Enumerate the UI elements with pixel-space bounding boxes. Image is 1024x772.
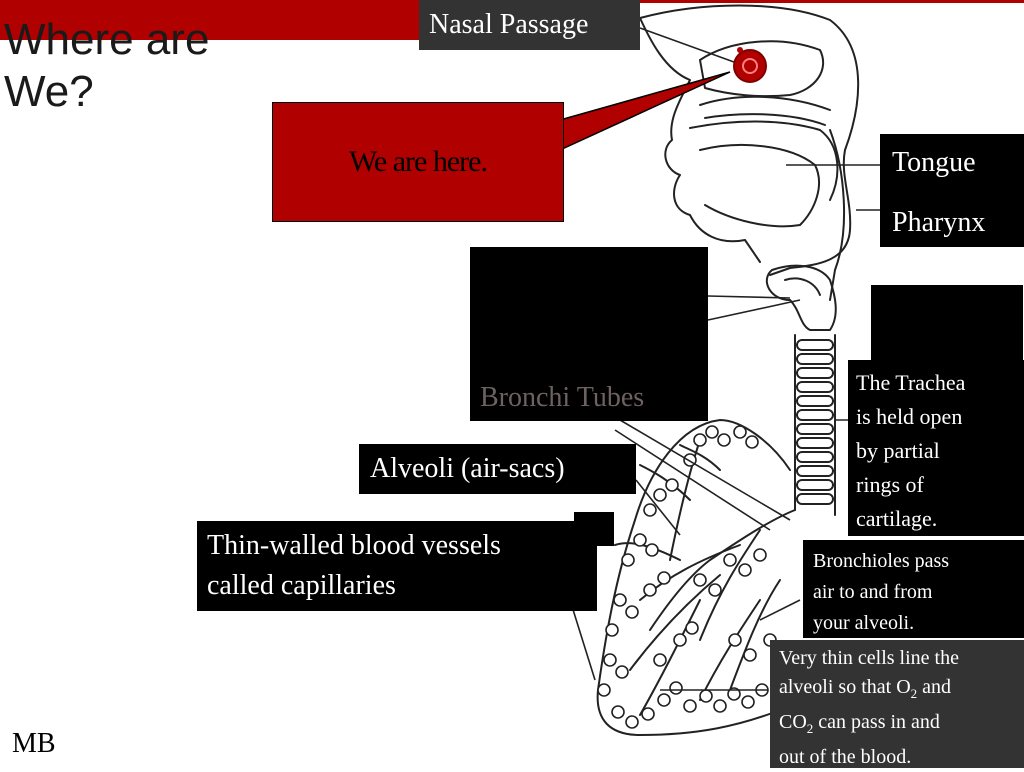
nasal-passage-text: Nasal Passage (429, 9, 589, 40)
capillaries-line1: Thin-walled blood vessels (207, 530, 501, 561)
pharynx-back (829, 129, 846, 301)
thin-cells-line3-post: can pass in and (813, 711, 940, 733)
bronchioles-line2: air to and from (813, 581, 933, 603)
thin-cells-line4: out of the blood. (779, 746, 912, 768)
nasal-passage-label: Nasal Passage (419, 0, 640, 50)
capillaries-line2: called capillaries (207, 570, 396, 601)
palate (689, 120, 839, 201)
top-red-bar (0, 0, 420, 40)
capillaries-text: Thin-walled blood vessels called capilla… (207, 529, 592, 603)
bronchioles-line1: Bronchioles pass (813, 550, 950, 572)
trachea-note-text: The Trachea is held open by partial ring… (856, 366, 1016, 536)
head-outline (639, 4, 860, 276)
face-outline (639, 17, 761, 263)
thin-cells-note-text: Very thin cells line the alveoli so that… (779, 644, 1021, 772)
thin-cells-note: Very thin cells line the alveoli so that… (770, 640, 1024, 768)
larynx-label-box (871, 285, 1023, 365)
tongue-shape (699, 144, 820, 228)
trachea-line3: by partial (856, 438, 940, 463)
larynx (765, 264, 837, 331)
bronchioles-note: Bronchioles pass air to and from your al… (803, 540, 1024, 638)
thin-cells-line2-post: and (917, 676, 952, 698)
nasal-cavity (699, 40, 825, 98)
bronchioles-line3: your alveoli. (813, 612, 915, 634)
trachea-line5: cartilage. (856, 506, 938, 531)
alveoli-label: Alveoli (air-sacs) (359, 444, 636, 494)
bronchi-tubes-label: Bronchi Tubes (470, 247, 708, 421)
slide-title-line2: We? (4, 67, 94, 116)
trachea-note: The Trachea is held open by partial ring… (848, 360, 1024, 536)
bronchioles-note-text: Bronchioles pass air to and from your al… (813, 546, 1018, 639)
tongue-text: Tongue (892, 147, 976, 178)
pharynx-text: Pharynx (892, 207, 986, 238)
top-red-rule (640, 0, 1024, 3)
lung-inner (669, 439, 701, 561)
thin-cells-line3: CO2 can pass in and (779, 708, 1021, 743)
thin-cells-line1: Very thin cells line the (779, 647, 959, 669)
main-bronchus (649, 509, 796, 631)
trachea-rings (796, 339, 834, 505)
location-marker (733, 49, 767, 83)
alveoli-text: Alveoli (air-sacs) (370, 453, 565, 484)
leader-lines (569, 27, 888, 691)
bronchi-tubes-text: Bronchi Tubes (480, 382, 645, 413)
o2-subscript: 2 (910, 686, 918, 701)
trachea-line2: is held open (856, 404, 963, 429)
callout-text: We are here. (349, 145, 488, 178)
thin-cells-line3-pre: CO (779, 711, 807, 733)
left-lung-outline (596, 419, 791, 736)
callout-pointer (559, 71, 731, 152)
thin-cells-line2: alveoli so that O2 and (779, 673, 1021, 708)
slide-title-line1: Where are (4, 15, 210, 64)
tongue-pharynx-label: Tongue Pharynx (880, 134, 1024, 247)
trachea-line4: rings of (856, 472, 924, 497)
thin-cells-line2-pre: alveoli so that O (779, 676, 911, 698)
we-are-here-callout: We are here. (272, 102, 564, 222)
co2-subscript: 2 (806, 721, 814, 736)
trachea-line1: The Trachea (856, 370, 966, 395)
author-initials: MB (12, 728, 56, 759)
slide-title: Where are We? (4, 14, 244, 118)
capillaries-label: Thin-walled blood vessels called capilla… (197, 521, 597, 611)
